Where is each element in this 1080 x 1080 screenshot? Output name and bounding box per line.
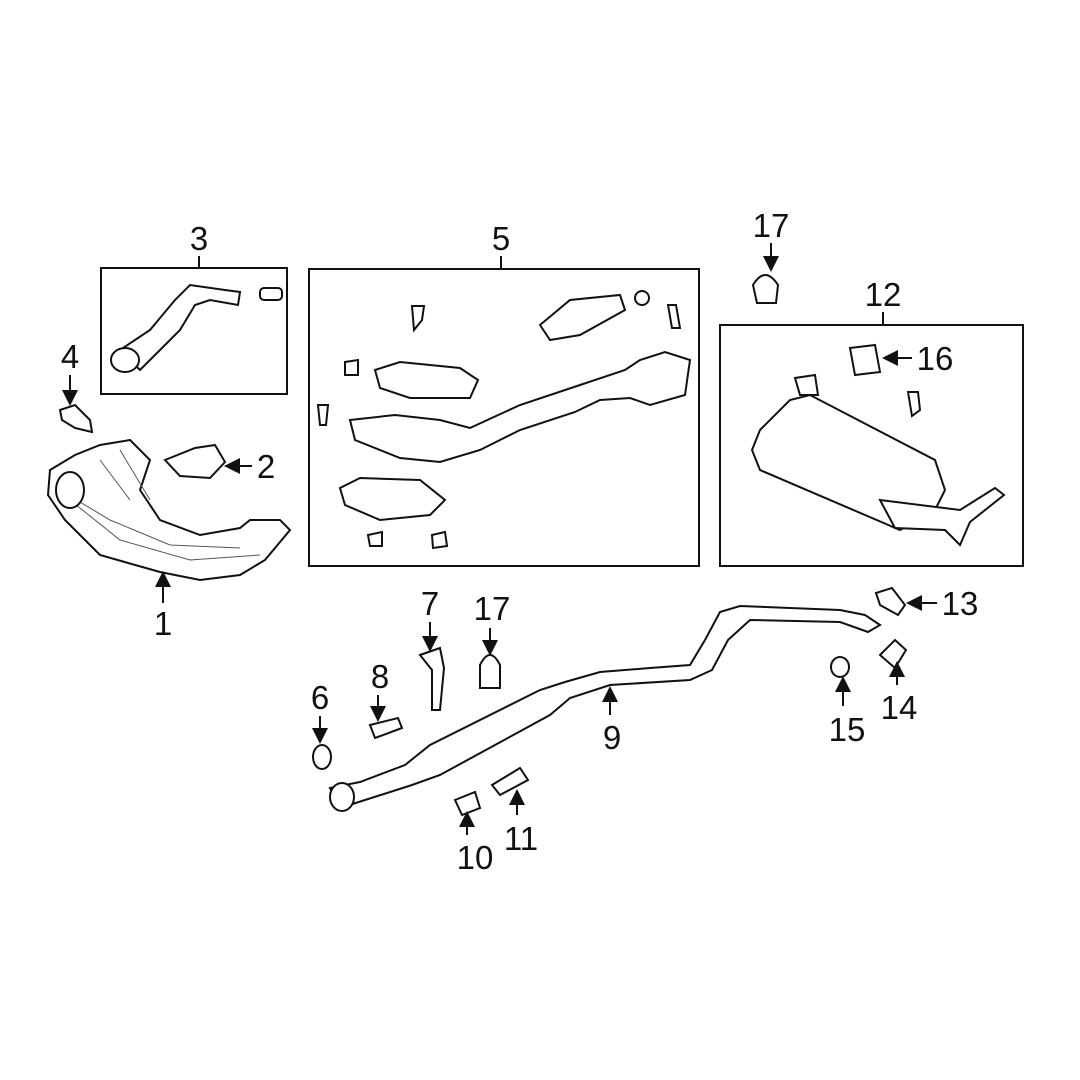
part-gasket-4[interactable]	[58, 403, 94, 434]
part-heat-shield-2[interactable]	[163, 443, 227, 480]
callout-6: 6	[311, 679, 329, 716]
callout-11: 11	[504, 820, 538, 857]
group-box-5	[308, 268, 700, 567]
part-catalytic-converter-assembly[interactable]	[316, 290, 692, 550]
part-nut-6[interactable]	[312, 744, 332, 770]
callout-13: 13	[942, 585, 979, 622]
leader-arrows	[62, 243, 937, 835]
part-gasket-13[interactable]	[874, 586, 907, 617]
part-exhaust-manifold[interactable]	[46, 438, 292, 582]
callout-3: 3	[190, 220, 208, 257]
callout-10: 10	[457, 839, 494, 876]
callout-7: 7	[421, 585, 439, 622]
part-clamp-10[interactable]	[453, 790, 482, 817]
callout-15: 15	[829, 711, 866, 748]
group-box-12	[719, 324, 1024, 567]
part-pipe-3[interactable]	[110, 283, 283, 373]
part-hanger-17[interactable]	[479, 654, 501, 689]
callout-12: 12	[865, 276, 902, 313]
callout-14: 14	[881, 689, 918, 726]
part-bolt-8[interactable]	[368, 716, 404, 740]
callout-17-top: 17	[753, 207, 790, 244]
part-muffler-12[interactable]	[750, 343, 1006, 547]
callout-2: 2	[257, 448, 275, 485]
part-clamp-11[interactable]	[490, 766, 530, 797]
part-bracket-7[interactable]	[418, 646, 446, 711]
callout-8: 8	[371, 658, 389, 695]
part-hanger-17-top[interactable]	[751, 274, 780, 304]
callout-9: 9	[603, 719, 621, 756]
callout-17: 17	[474, 590, 511, 627]
callout-1: 1	[154, 605, 172, 642]
callout-16: 16	[917, 340, 954, 377]
group-box-3	[100, 267, 288, 395]
callout-4: 4	[61, 338, 79, 375]
part-center-pipe-9[interactable]	[328, 604, 882, 812]
part-nut-15[interactable]	[830, 656, 850, 678]
callout-5: 5	[492, 220, 510, 257]
part-bolt-14[interactable]	[878, 638, 908, 670]
